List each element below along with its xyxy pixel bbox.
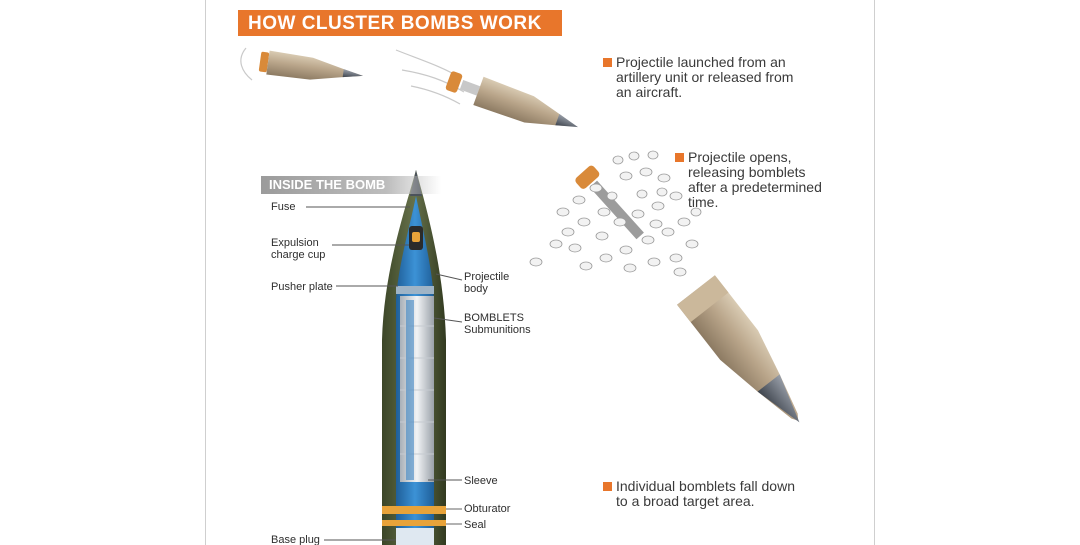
step-2-bullet <box>675 153 684 162</box>
leader-bomblets <box>433 317 463 323</box>
shell-falling-tip <box>757 374 800 423</box>
illustration <box>240 47 800 545</box>
obturator-shape <box>382 506 446 514</box>
label-projectile-body: Projectile body <box>464 271 509 295</box>
step-2-text: Projectile opens, releasing bomblets aft… <box>688 150 822 210</box>
step-2-line-3: after a predetermined <box>688 179 822 195</box>
step-2-line-1: Projectile opens, <box>688 149 792 165</box>
shell-opening-rod <box>589 180 644 240</box>
step-1-bullet <box>603 58 612 67</box>
label-fuse: Fuse <box>271 201 296 213</box>
label-pusher-plate: Pusher plate <box>271 281 333 293</box>
shell-opening <box>575 165 644 240</box>
label-projectile-body-line-1: Projectile <box>464 271 510 283</box>
step-1-line-1: Projectile launched from an <box>616 54 786 70</box>
shell-falling-base <box>677 275 729 323</box>
label-expulsion: Expulsion charge cup <box>271 237 325 261</box>
bomblet-separators <box>400 325 434 455</box>
cross-section <box>382 170 446 545</box>
infographic-frame: HOW CLUSTER BOMBS WORK <box>205 0 875 545</box>
shell-separating-cap <box>445 71 463 93</box>
step-3-text: Individual bomblets fall down to a broad… <box>616 479 795 509</box>
bomblet-stack-shape <box>400 296 434 482</box>
step-3-line-1: Individual bomblets fall down <box>616 478 795 494</box>
label-sleeve: Sleeve <box>464 475 498 487</box>
label-expulsion-line-1: Expulsion <box>271 237 319 249</box>
inside-bomb-heading: INSIDE THE BOMB <box>269 177 386 192</box>
step-2-line-2: releasing bomblets <box>688 164 806 180</box>
step-1-line-3: an aircraft. <box>616 84 683 100</box>
step-1-line-2: artillery unit or released from <box>616 69 794 85</box>
leader-body <box>435 273 463 281</box>
shell-falling <box>677 275 800 423</box>
label-expulsion-line-2: charge cup <box>271 249 326 261</box>
shell-separating-tip <box>555 113 579 128</box>
bomblet-cloud <box>529 150 702 277</box>
label-bomblets: BOMBLETS Submunitions <box>464 312 531 336</box>
leader-lines <box>306 206 463 541</box>
inside-bomb-banner: INSIDE THE BOMB <box>261 176 441 194</box>
shell-separating <box>445 71 579 128</box>
shell-separating-spring <box>459 80 481 96</box>
step-3-bullet <box>603 482 612 491</box>
step-2-line-4: time. <box>688 194 719 210</box>
step-1-text: Projectile launched from an artillery un… <box>616 55 793 100</box>
label-base-plug: Base plug <box>271 534 320 545</box>
shell-launched <box>258 50 364 80</box>
seal-shape <box>382 520 446 526</box>
infographic-title: HOW CLUSTER BOMBS WORK <box>248 13 542 34</box>
expulsion-charge-shape <box>412 232 420 242</box>
shell-launched-band <box>258 51 270 73</box>
pusher-plate-shape <box>396 286 434 294</box>
step-3-line-2: to a broad target area. <box>616 493 755 509</box>
shell-opening-cap <box>575 165 600 189</box>
sleeve-shape <box>406 300 414 480</box>
shell-separating-body <box>473 76 577 127</box>
label-seal: Seal <box>464 519 487 531</box>
label-obturator: Obturator <box>464 503 511 515</box>
label-bomblets-line-2: Submunitions <box>464 324 531 336</box>
base-plug-shape <box>396 528 434 545</box>
label-projectile-body-line-2: body <box>464 283 488 295</box>
title-banner: HOW CLUSTER BOMBS WORK <box>238 10 562 36</box>
label-bomblets-line-1: BOMBLETS <box>464 312 524 324</box>
shell-launched-body <box>266 50 364 80</box>
shell-launched-tip <box>342 69 364 78</box>
